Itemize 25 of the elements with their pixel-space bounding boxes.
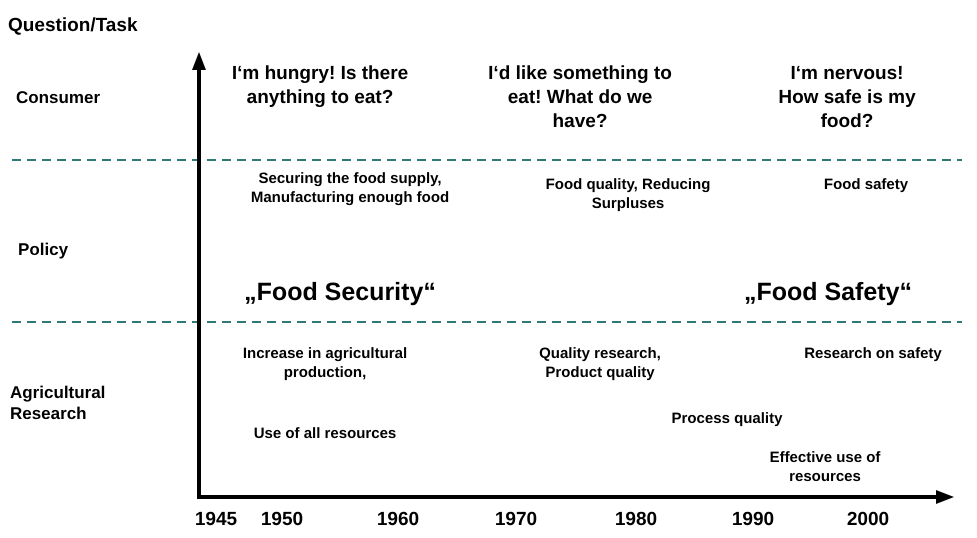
- row-label: Agricultural Research: [10, 382, 106, 424]
- research-text: Process quality: [670, 410, 784, 429]
- policy-text: Food quality, Reducing Surpluses: [544, 176, 712, 214]
- question-text: I‘m nervous! How safe is my food?: [777, 62, 917, 134]
- year-label: 2000: [846, 508, 890, 532]
- policy-text: Food safety: [822, 176, 910, 195]
- research-text: Use of all resources: [252, 425, 398, 444]
- year-label: 1970: [494, 508, 538, 532]
- policy-heading: „Food Safety“: [742, 277, 914, 308]
- question-text: I‘d like something to eat! What do we have?: [487, 62, 673, 134]
- year-label: 1990: [730, 508, 776, 532]
- research-text: Research on safety: [803, 345, 943, 364]
- research-text: Quality research, Product quality: [538, 345, 662, 382]
- year-label: 1960: [376, 508, 420, 532]
- research-text: Effective use of resources: [768, 449, 882, 486]
- year-label: 1980: [614, 508, 658, 532]
- policy-heading: „Food Security“: [243, 277, 437, 308]
- year-label: 1945: [194, 508, 238, 532]
- row-label: Policy: [18, 239, 70, 260]
- row-label: Consumer: [16, 87, 102, 108]
- research-text: Increase in agricultural production,: [242, 345, 408, 382]
- policy-text: Securing the food supply, Manufacturing enough food: [250, 170, 450, 208]
- year-label: 1950: [260, 508, 304, 532]
- axis-title: Question/Task: [8, 14, 139, 38]
- question-text: I‘m hungry! Is there anything to eat?: [230, 62, 410, 110]
